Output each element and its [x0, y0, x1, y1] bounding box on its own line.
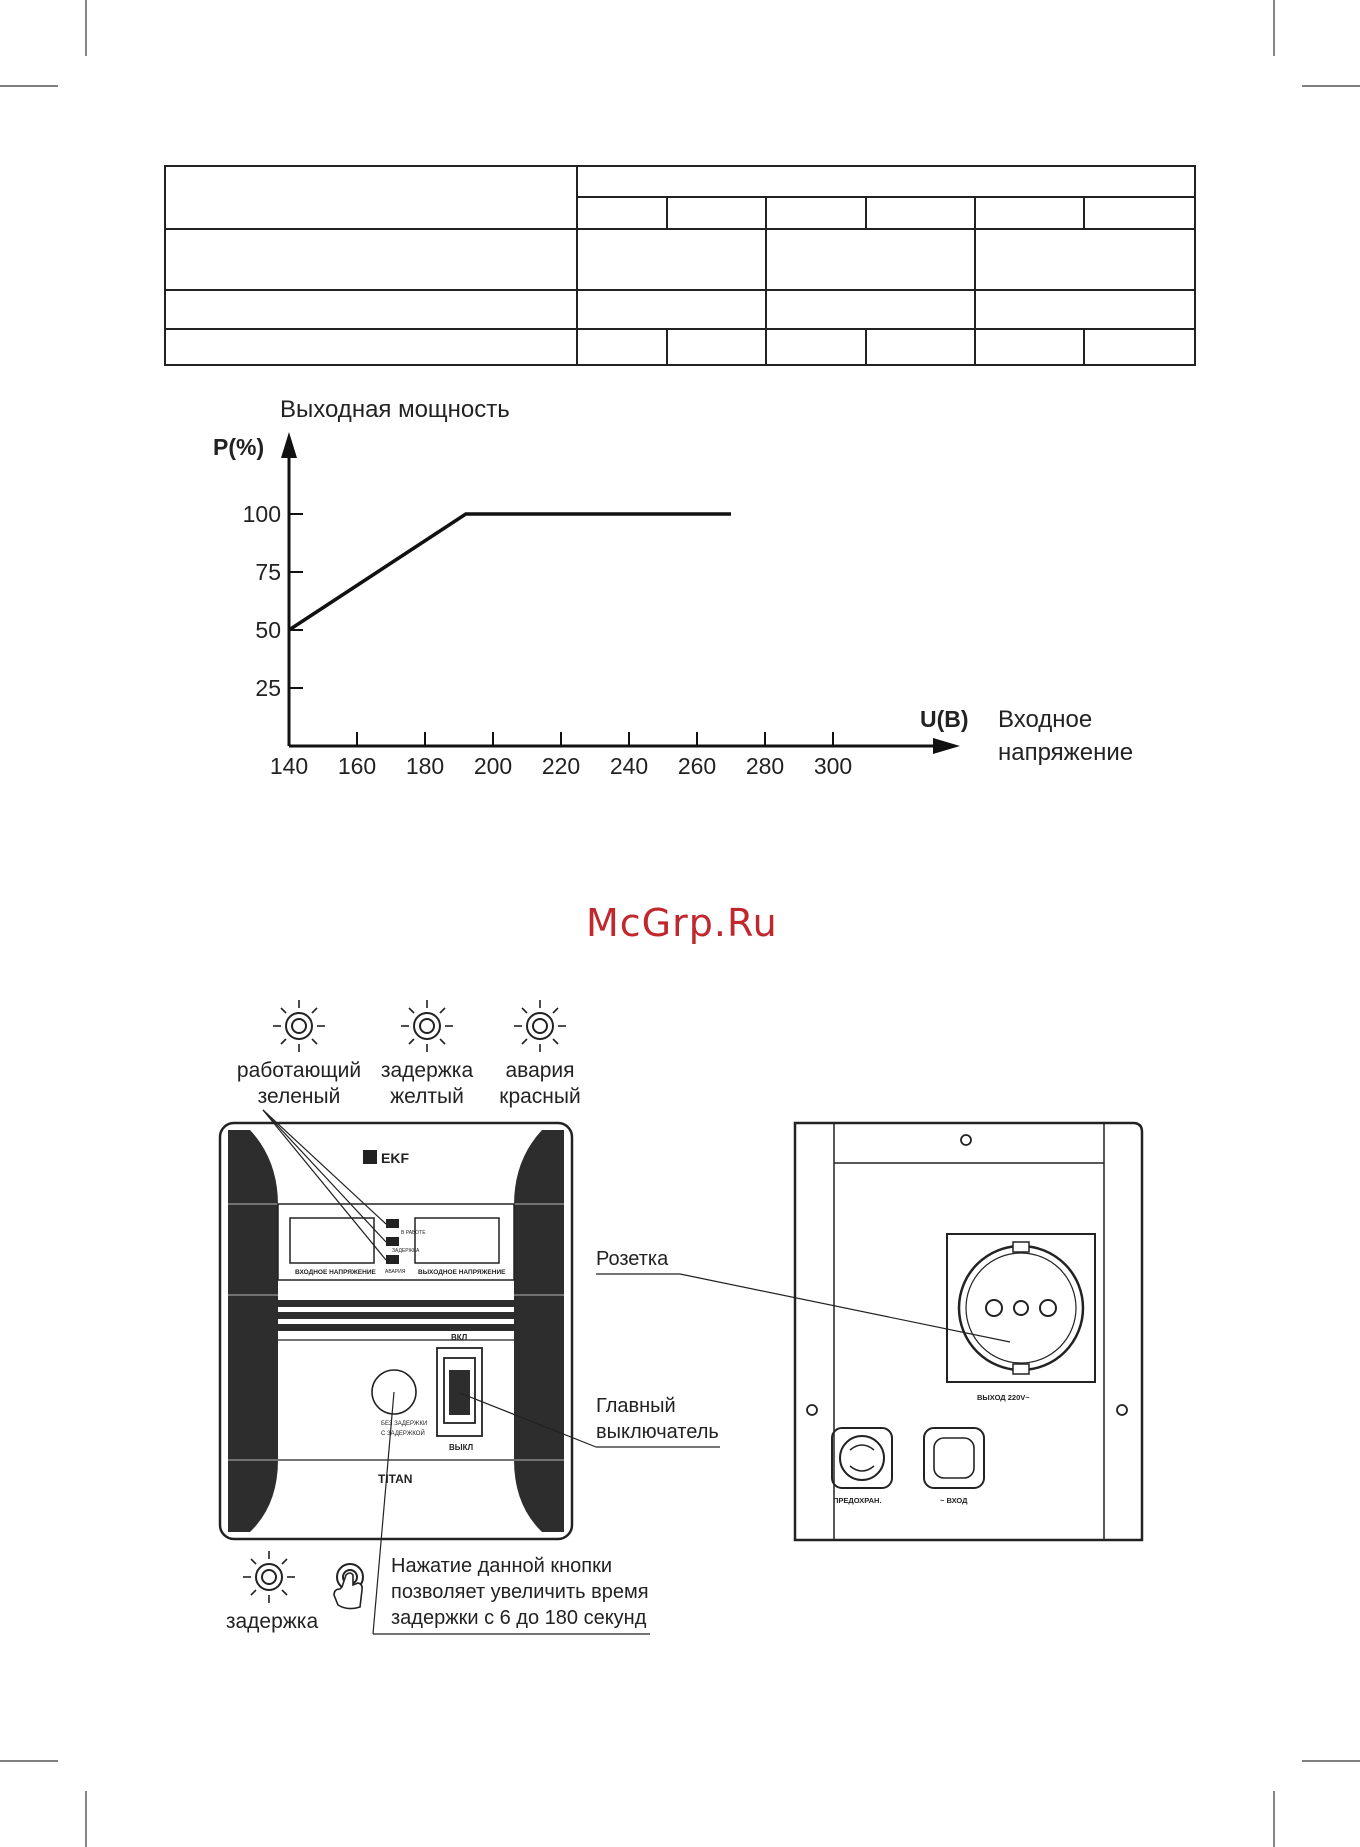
indicator-legend: работающий зеленый задержка желтый авари…	[237, 1000, 581, 1108]
x-tick-label: 140	[270, 753, 308, 779]
x-tick-label: 160	[338, 753, 376, 779]
delay-legend-text: задержка	[226, 1610, 319, 1633]
fuse-holder-frame	[831, 1427, 893, 1489]
x-axis-desc-line1: Входное	[998, 706, 1092, 733]
switch-off-label: ВЫКЛ	[449, 1443, 473, 1452]
bumper-top-left	[228, 1130, 278, 1243]
main-switch-callout-line2: выключатель	[596, 1421, 719, 1443]
lamp-icon-alarm	[514, 1000, 566, 1052]
y-axis-label: P(%)	[213, 434, 264, 460]
screw-left	[806, 1404, 818, 1416]
spec-table	[164, 165, 1196, 366]
input-cable-frame	[923, 1427, 985, 1489]
screw-top	[960, 1134, 972, 1146]
bumper-bottom-left	[228, 1460, 278, 1532]
bumper-bottom-right	[514, 1460, 564, 1532]
model-name: TITAN	[378, 1472, 412, 1486]
x-tick-label: 260	[678, 753, 716, 779]
callouts: Розетка Главный выключатель	[459, 1248, 1011, 1448]
main-switch-frame	[436, 1347, 483, 1437]
delay-lamp-legend: задержка Нажатие данной кнопки позволяет…	[226, 1551, 649, 1633]
input-voltage-display	[289, 1217, 375, 1264]
x-axis-label: U(B)	[920, 706, 969, 732]
button-note-line2: позволяет увеличить время	[391, 1581, 649, 1603]
main-switch-callout-line1: Главный	[596, 1395, 676, 1417]
x-tick-label: 280	[746, 753, 784, 779]
socket-callout: Розетка	[596, 1248, 669, 1270]
led-delay	[386, 1237, 399, 1246]
vent-stripes	[278, 1300, 514, 1331]
y-tick-label: 50	[255, 617, 281, 643]
output-voltage-label: ВЫХОДНОЕ НАПРЯЖЕНИЕ	[418, 1269, 506, 1276]
output-socket-label: ВЫХОД 220V~	[977, 1393, 1030, 1402]
front-panel: EKF В РАБОТЕ ЗАДЕРЖКА АВАРИЯ ВХОДНОЕ НАП…	[218, 1109, 650, 1635]
brand-logo: EKF	[381, 1150, 409, 1166]
legend-working-line2: зеленый	[258, 1085, 341, 1108]
x-axis-desc-line2: напряжение	[998, 739, 1133, 766]
legend-alarm-line2: красный	[499, 1085, 580, 1108]
input-voltage-label: ВХОДНОЕ НАПРЯЖЕНИЕ	[295, 1269, 377, 1276]
legend-alarm-line1: авария	[505, 1059, 574, 1082]
back-panel: ВЫХОД 220V~ ПРЕДОХРАН. ~ ВХОД	[793, 1121, 1144, 1542]
side-strip-right	[514, 1243, 564, 1460]
output-socket-frame	[946, 1233, 1096, 1383]
y-tick-label: 25	[255, 675, 281, 701]
input-cable-gland	[933, 1437, 975, 1479]
led-alarm	[386, 1255, 399, 1264]
x-tick-label: 220	[542, 753, 580, 779]
legend-working-line1: работающий	[237, 1059, 361, 1082]
lamp-icon-working	[273, 1000, 325, 1052]
press-button-icon	[333, 1563, 364, 1610]
button-note-line3: задержки с 6 до 180 секунд	[391, 1607, 647, 1629]
button-label-no-delay: БЕЗ ЗАДЕРЖКИ	[381, 1421, 427, 1427]
switch-on-label: ВКЛ	[451, 1333, 468, 1342]
x-tick-label: 200	[474, 753, 512, 779]
bumper-top-right	[514, 1130, 564, 1243]
led-working	[386, 1219, 399, 1228]
y-tick-label: 100	[243, 501, 281, 527]
x-axis-arrow	[933, 738, 960, 754]
watermark: McGrp.Ru	[586, 901, 778, 945]
lamp-icon-delay	[401, 1000, 453, 1052]
led-label-working: В РАБОТЕ	[401, 1230, 426, 1236]
x-tick-label: 180	[406, 753, 444, 779]
lamp-icon-delay-small	[243, 1551, 295, 1603]
led-label-alarm: АВАРИЯ	[385, 1269, 406, 1275]
x-tick-label: 240	[610, 753, 648, 779]
ekf-logo-mark	[363, 1150, 377, 1164]
button-note-line1: Нажатие данной кнопки	[391, 1555, 612, 1577]
chart-title: Выходная мощность	[280, 396, 510, 423]
fuse-label: ПРЕДОХРАН.	[833, 1496, 882, 1505]
main-switch-rocker	[449, 1370, 470, 1415]
led-label-delay: ЗАДЕРЖКА	[392, 1248, 420, 1254]
x-tick-label: 300	[814, 753, 852, 779]
delay-button[interactable]	[371, 1369, 417, 1415]
output-voltage-display	[414, 1217, 500, 1264]
power-series-line	[288, 512, 731, 632]
side-strip-left	[228, 1243, 278, 1460]
display-bezel	[277, 1203, 515, 1281]
fuse-holder[interactable]	[839, 1435, 885, 1481]
screw-right	[1116, 1404, 1128, 1416]
button-label-with-delay: С ЗАДЕРЖКОЙ	[381, 1429, 425, 1437]
legend-delay-line1: задержка	[381, 1059, 474, 1082]
chart: Выходная мощность P(%) U(B) Входное напр…	[213, 396, 1133, 779]
y-axis-arrow	[281, 432, 297, 458]
y-tick-label: 75	[255, 559, 281, 585]
button-callout-line	[372, 1391, 395, 1635]
legend-delay-line2: желтый	[390, 1085, 464, 1108]
input-label: ~ ВХОД	[940, 1496, 968, 1505]
